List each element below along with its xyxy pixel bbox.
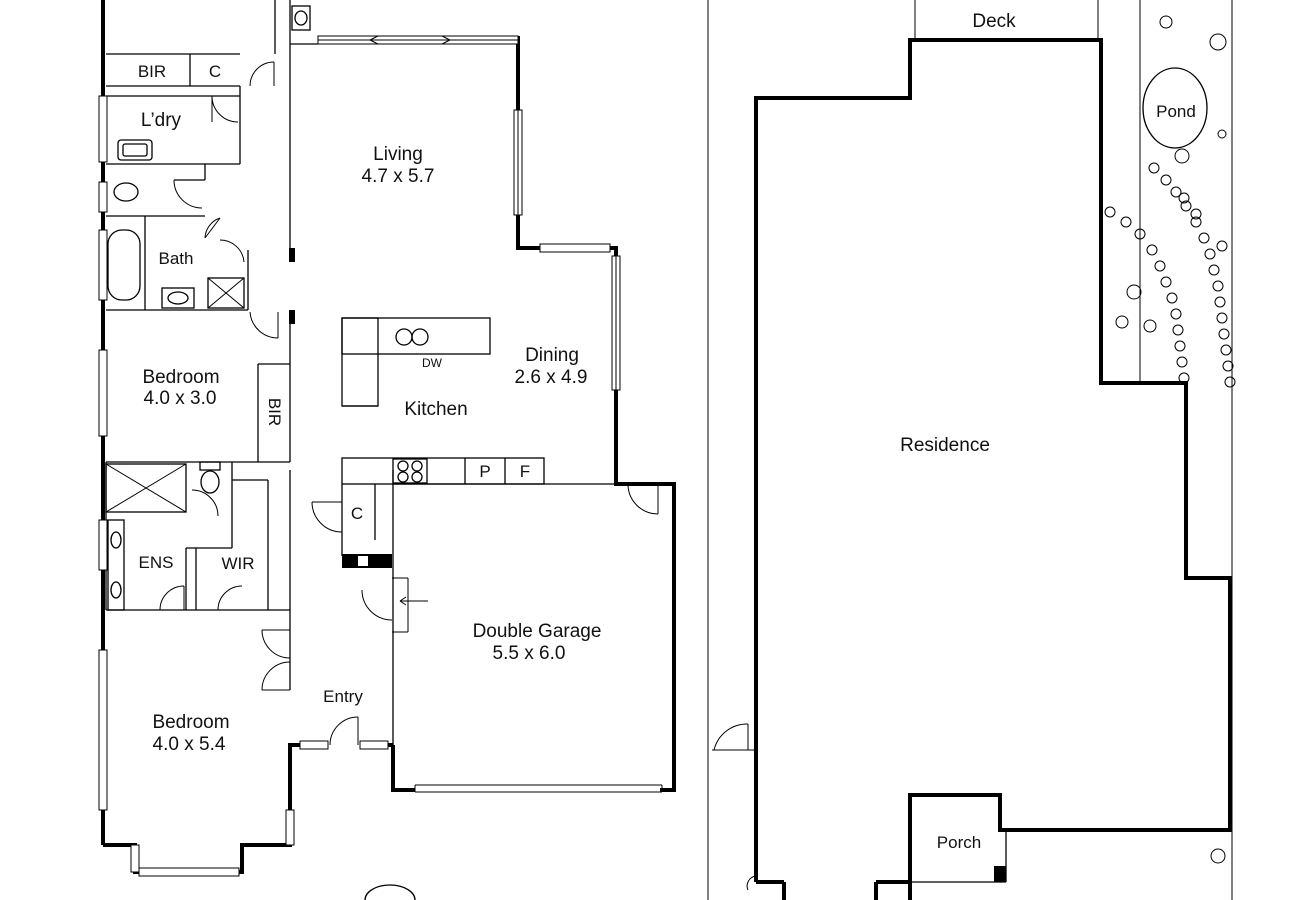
- door-swings: [159, 35, 659, 746]
- garage-size: 5.5 x 6.0: [493, 643, 566, 664]
- living-name: Living: [373, 144, 423, 165]
- garden-shrubs: [1104, 15, 1236, 864]
- fixtures: [105, 5, 429, 900]
- kitchen-label: Kitchen: [404, 399, 467, 420]
- deck-label: Deck: [972, 11, 1016, 32]
- bedroom1-size: 4.0 x 3.0: [144, 388, 217, 409]
- entry-label: Entry: [323, 687, 363, 706]
- living-size: 4.7 x 5.7: [362, 166, 435, 187]
- bir-top-label: BIR: [138, 62, 166, 81]
- windows: [98, 35, 621, 877]
- pond-label: Pond: [1156, 102, 1196, 121]
- garage-name: Double Garage: [473, 621, 602, 642]
- ensuite-label: ENS: [139, 553, 174, 572]
- bath-label: Bath: [159, 249, 194, 268]
- laundry-label: L’dry: [141, 110, 182, 131]
- site-plan: [707, 0, 1236, 900]
- dining-name: Dining: [525, 345, 579, 366]
- room-labels: Deck BIR C L’dry Living 4.7 x 5.7 Bath B…: [138, 11, 1196, 852]
- pantry-label: P: [479, 462, 490, 481]
- residence-label: Residence: [900, 435, 990, 456]
- bedroom2-name: Bedroom: [152, 712, 229, 733]
- dining-size: 2.6 x 4.9: [515, 367, 588, 388]
- cupboard-mid-label: C: [351, 504, 363, 523]
- wir-label: WIR: [221, 554, 254, 573]
- porch-label: Porch: [937, 833, 981, 852]
- dishwasher-label: DW: [422, 356, 443, 370]
- fridge-label: F: [520, 462, 530, 481]
- bedroom2-size: 4.0 x 5.4: [153, 734, 226, 755]
- bedroom1-name: Bedroom: [142, 367, 219, 388]
- bir-side-label: BIR: [265, 398, 284, 426]
- cupboard-top-label: C: [209, 62, 221, 81]
